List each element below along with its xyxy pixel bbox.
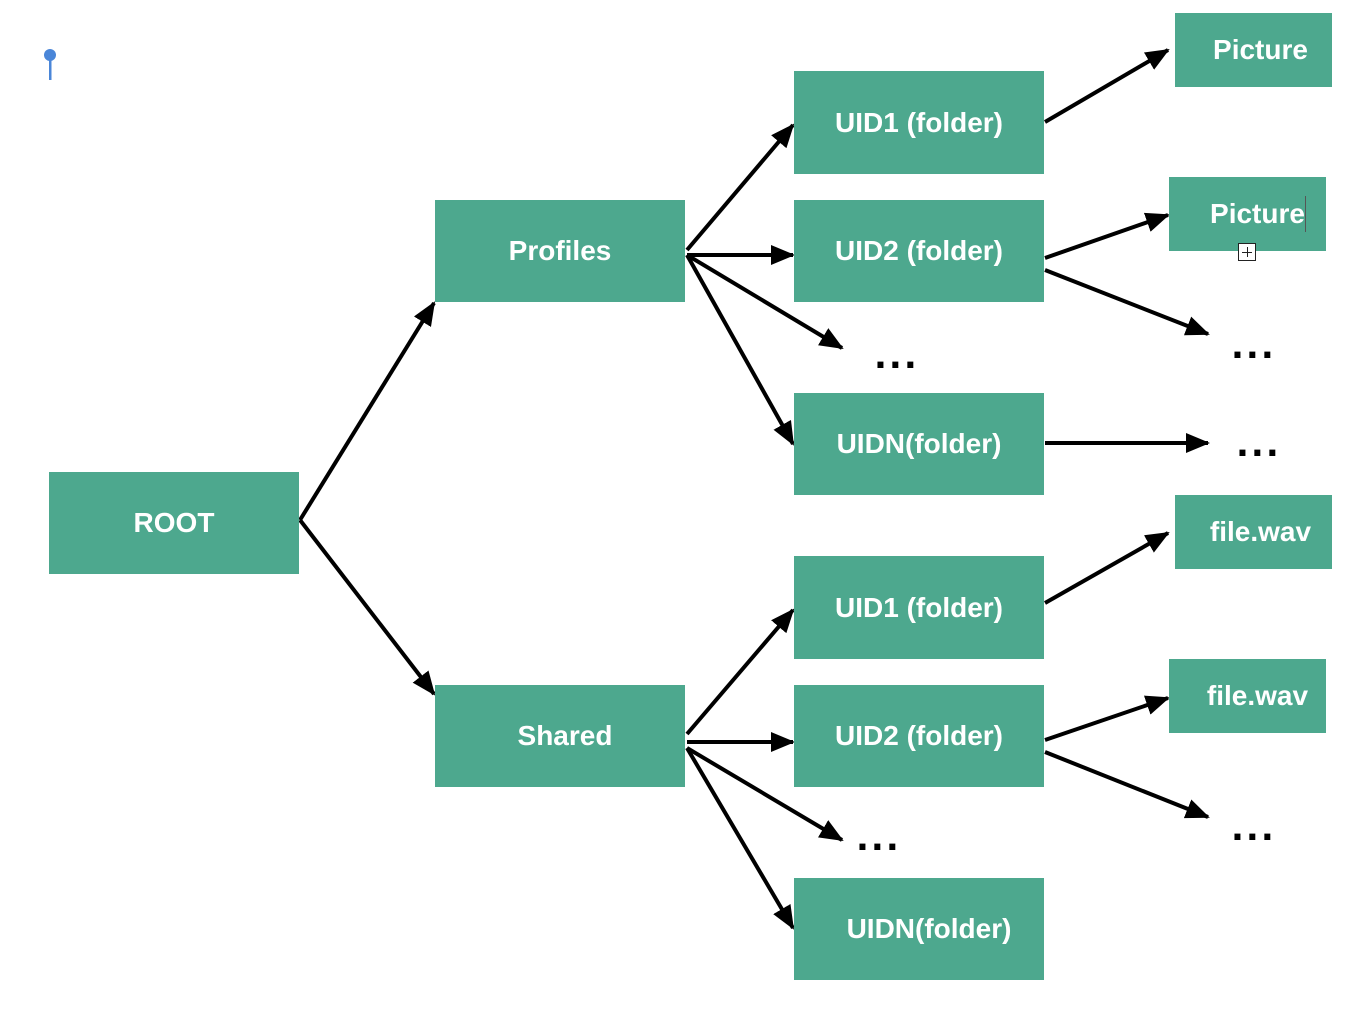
node-picture-2[interactable]: Picture [1169,177,1326,251]
ellipsis-shared-uid2: ... [1231,809,1276,849]
node-wav-1[interactable]: file.wav [1175,495,1332,569]
node-profiles-uid1[interactable]: UID1 (folder) [794,71,1044,174]
edge-shared-uid1 [685,608,795,736]
node-shared-uid1[interactable]: UID1 (folder) [794,556,1044,659]
node-profiles-uidn[interactable]: UIDN(folder) [794,393,1044,495]
text-cursor [1305,196,1306,232]
node-profiles[interactable]: Profiles [435,200,685,302]
ellipsis-profiles-uidn: ... [1236,425,1281,465]
edge-shared-uidn [685,746,795,930]
edge-profiles-uidn [685,254,795,446]
edge-suid2-wav [1044,695,1170,742]
node-shared-uid2[interactable]: UID2 (folder) [794,685,1044,787]
edge-root-profiles [298,301,436,522]
node-profiles-uid2[interactable]: UID2 (folder) [794,200,1044,302]
node-wav-2[interactable]: file.wav [1169,659,1326,733]
edge-suid2-more [1044,750,1210,819]
edge-suid1-wav [1044,531,1170,605]
node-shared-uidn[interactable]: UIDN(folder) [794,878,1044,980]
ellipsis-shared: ... [856,819,901,859]
edge-puid2-picture [1044,212,1170,260]
pin-icon[interactable] [43,48,57,82]
node-root[interactable]: ROOT [49,472,299,574]
ellipsis-profiles-uid2: ... [1231,327,1276,367]
edge-profiles-uid1 [685,123,795,252]
edge-puid1-picture [1043,48,1170,124]
ellipsis-profiles: ... [874,337,919,377]
edge-shared-more [685,746,844,842]
plus-box-icon[interactable] [1238,243,1256,261]
edge-puid2-more [1044,268,1210,336]
edge-root-shared [298,518,436,696]
node-picture-1[interactable]: Picture [1175,13,1332,87]
node-shared[interactable]: Shared [435,685,685,787]
edge-profiles-more [685,253,844,350]
